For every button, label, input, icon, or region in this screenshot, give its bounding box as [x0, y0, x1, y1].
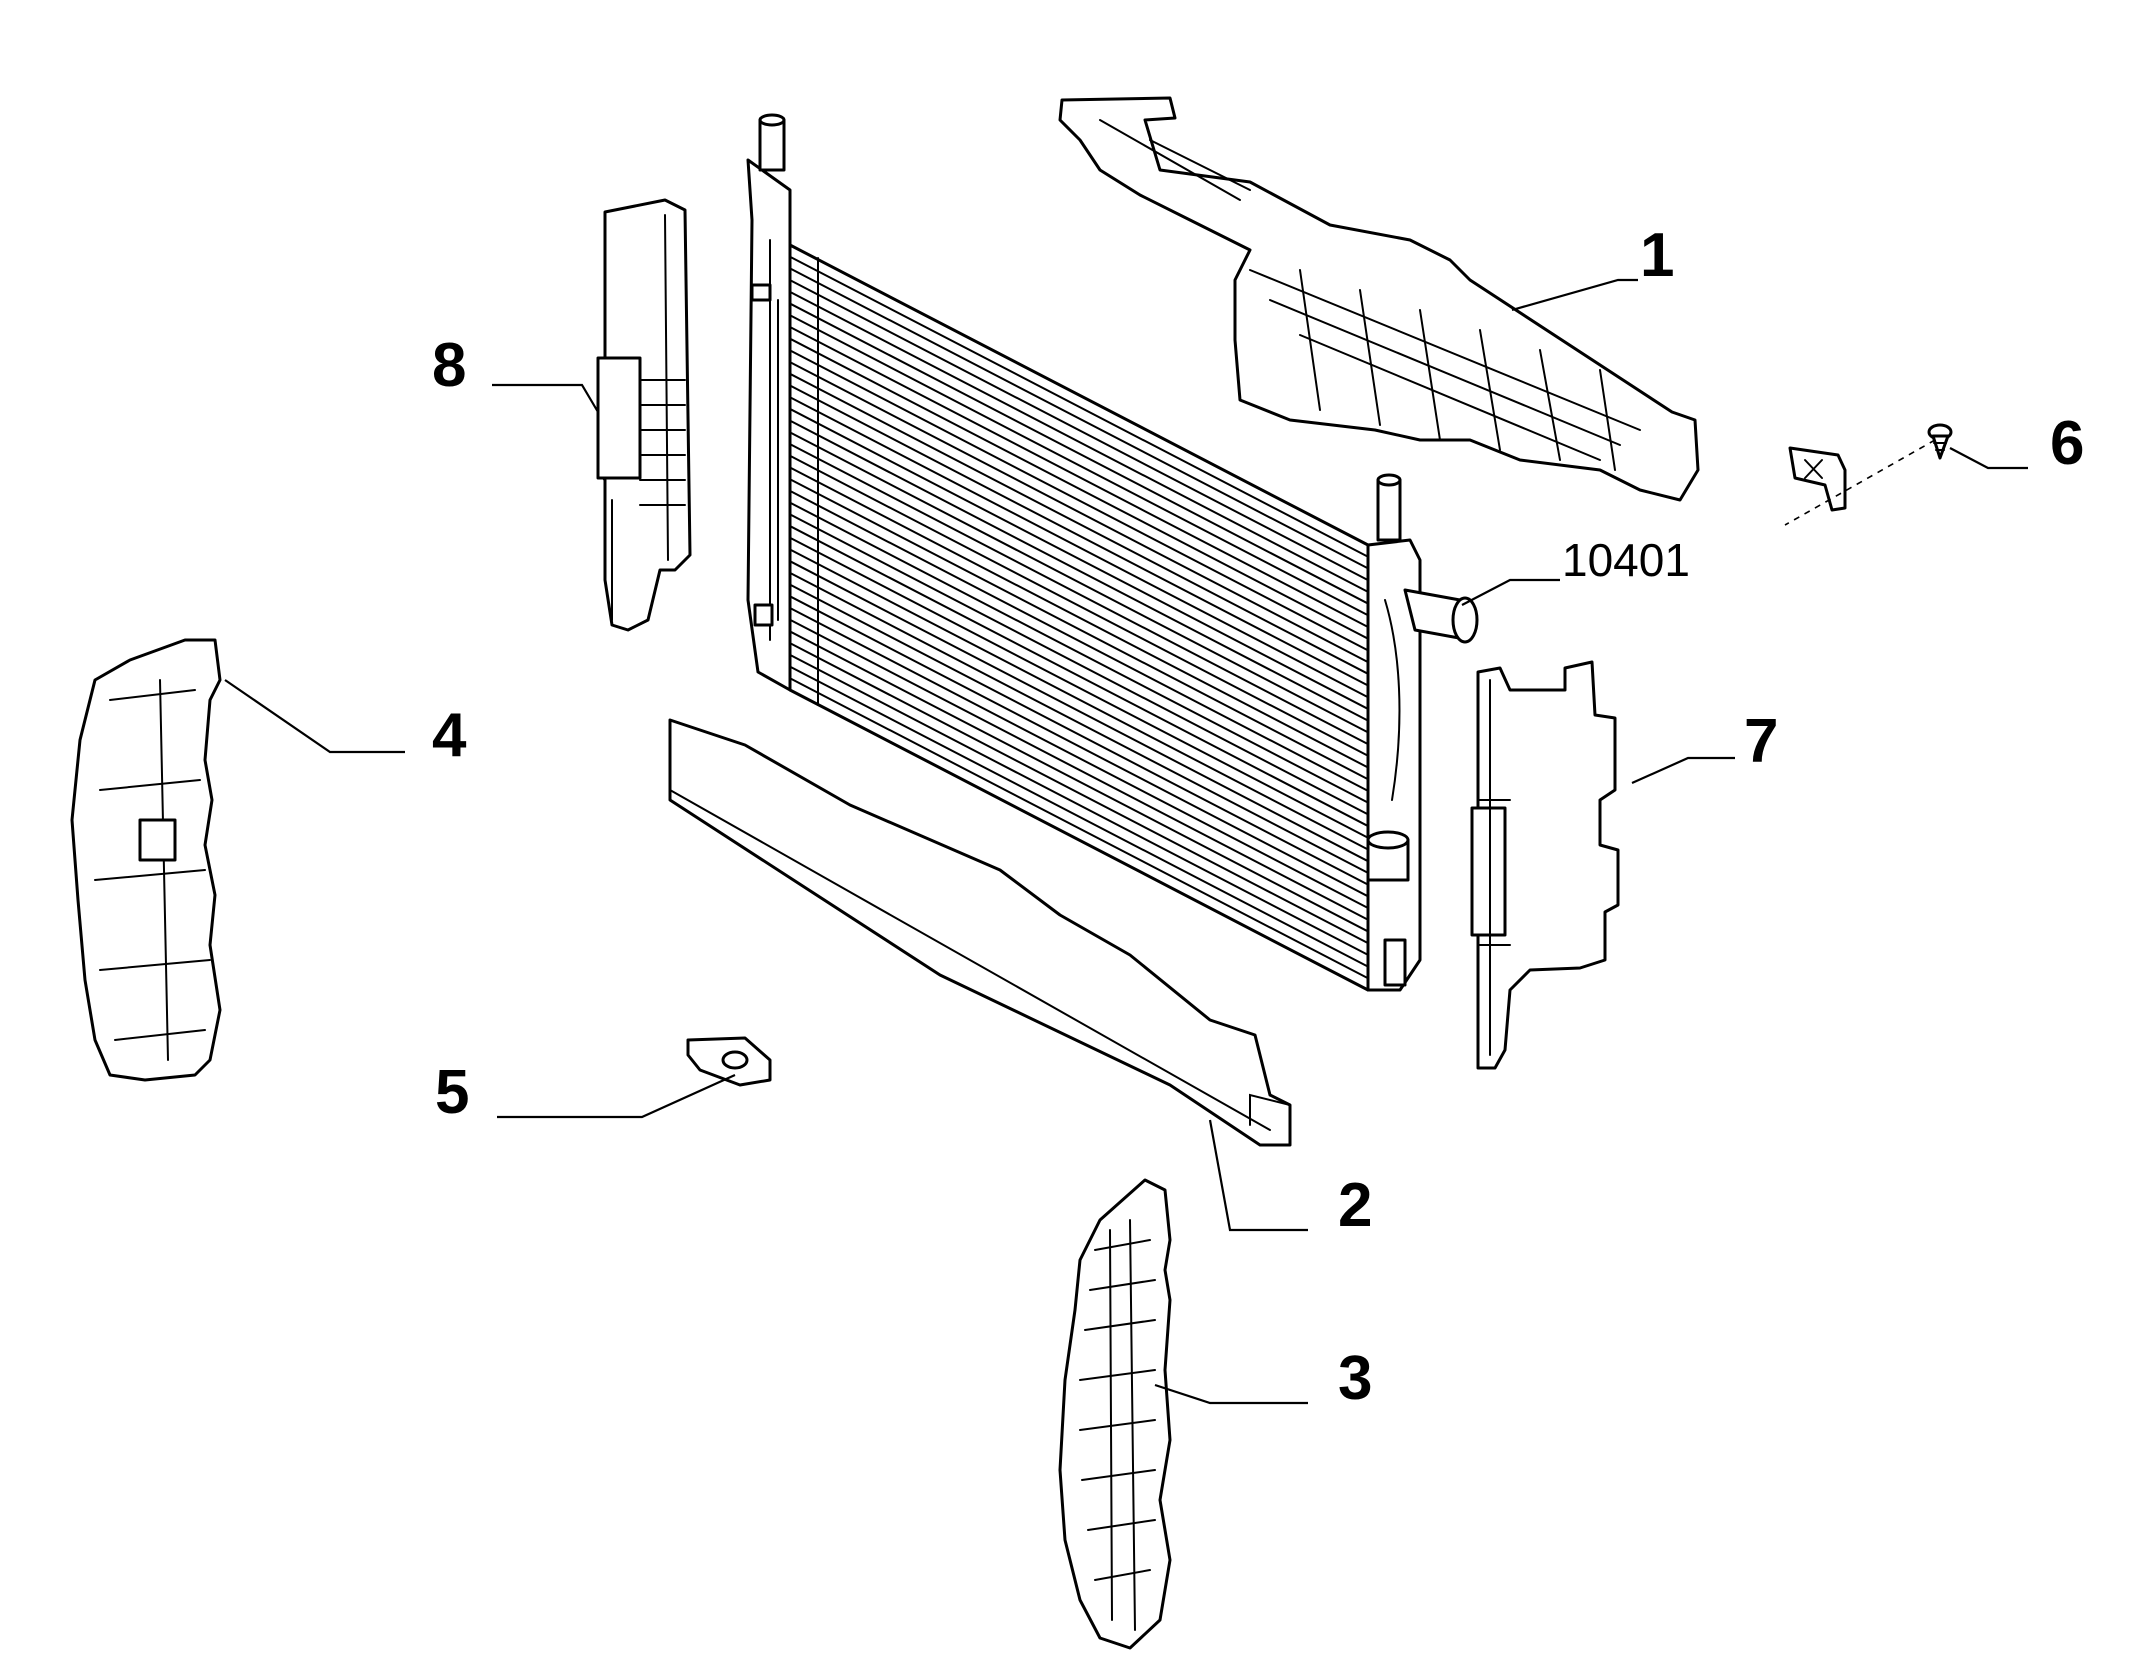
leader-5: [497, 1073, 736, 1119]
leader-1: [1511, 278, 1638, 312]
radiator-fin-line: [789, 665, 1369, 968]
part-3-lower-side-deflector: [1058, 1178, 1172, 1650]
radiator-fin-line: [789, 337, 1369, 640]
leader-2: [1208, 1119, 1308, 1232]
radiator-fin-line: [789, 372, 1369, 675]
leader-6: [1949, 447, 2028, 470]
radiator-fin-line: [789, 618, 1369, 921]
radiator-assembly: [746, 113, 1479, 992]
leader-lines: [224, 278, 2028, 1405]
part-5-clip-nut: [686, 1036, 772, 1087]
radiator-fin-line: [789, 653, 1369, 956]
radiator-fin-line: [789, 349, 1369, 652]
callout-3: 3: [1338, 1344, 1372, 1413]
leader-8: [492, 383, 599, 413]
radiator-fin-line: [789, 595, 1369, 898]
radiator-fin-line: [789, 548, 1369, 851]
callout-labels: 1 2 3 4 5 6 7 8 10401: [432, 221, 2084, 1413]
radiator-fin-line: [789, 443, 1369, 746]
radiator-fin-line: [789, 560, 1369, 863]
radiator-fin-line: [789, 279, 1369, 582]
radiator-fin-line: [789, 267, 1369, 570]
radiator-fin-line: [789, 642, 1369, 945]
leader-10401: [1461, 578, 1560, 606]
callout-7: 7: [1744, 707, 1778, 776]
callout-8: 8: [432, 331, 466, 400]
radiator-fin-line: [789, 677, 1369, 980]
part-7-right-side-seal: [1470, 660, 1620, 1070]
callout-6: 6: [2050, 409, 2084, 478]
screw-axis: [1784, 439, 1936, 526]
leader-7: [1631, 756, 1735, 785]
radiator-fin-line: [789, 466, 1369, 769]
radiator-fin-line: [789, 513, 1369, 816]
radiator-fin-line: [789, 536, 1369, 839]
radiator-fin-line: [789, 396, 1369, 699]
radiator-fins: [789, 255, 1369, 980]
callout-2: 2: [1338, 1171, 1372, 1240]
callout-1: 1: [1640, 221, 1674, 290]
part-6-screw: [1927, 423, 1953, 460]
radiator-fin-line: [789, 407, 1369, 710]
radiator-fin-line: [789, 255, 1369, 558]
radiator-fin-line: [789, 290, 1369, 593]
radiator-fin-line: [789, 325, 1369, 628]
radiator-fin-line: [789, 384, 1369, 687]
radiator-fin-line: [789, 607, 1369, 910]
radiator-fin-line: [789, 454, 1369, 757]
part-2-lower-air-deflector: [668, 718, 1292, 1147]
callout-10401: 10401: [1562, 534, 1690, 586]
radiator-fin-line: [789, 501, 1369, 804]
radiator-fin-line: [789, 571, 1369, 874]
callout-5: 5: [435, 1058, 469, 1127]
radiator-fin-line: [789, 302, 1369, 605]
radiator-fin-line: [789, 489, 1369, 792]
radiator-fin-line: [789, 525, 1369, 828]
radiator-fin-line: [789, 630, 1369, 933]
radiator-fin-line: [789, 431, 1369, 734]
radiator-fin-line: [789, 419, 1369, 722]
leader-3: [1154, 1383, 1308, 1405]
radiator-fin-line: [789, 314, 1369, 617]
part-8-upper-side-seal: [596, 198, 692, 632]
radiator-fin-line: [789, 478, 1369, 781]
radiator-fin-line: [789, 361, 1369, 664]
callout-4: 4: [432, 701, 467, 770]
radiator-fin-line: [789, 583, 1369, 886]
part-1-upper-air-deflector: [1058, 96, 1847, 512]
part-4-left-side-deflector: [70, 638, 222, 1082]
leader-4: [224, 679, 405, 754]
